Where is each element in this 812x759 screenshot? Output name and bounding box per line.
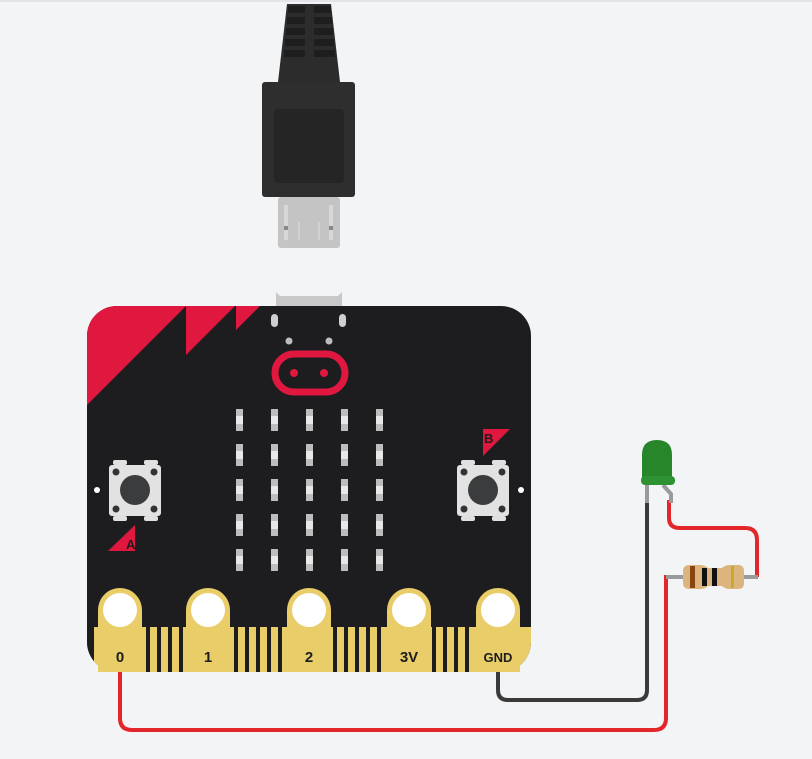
pin-hole[interactable] — [191, 593, 225, 627]
pin-2[interactable]: 2 — [287, 588, 331, 672]
microbit-logo-icon — [271, 350, 349, 396]
button-b-label: B — [484, 431, 493, 446]
pin-label: 3V — [400, 649, 418, 666]
pin-0[interactable]: 0 — [98, 588, 142, 672]
microbit-board[interactable]: A B 0 1 2 3V GND — [87, 292, 531, 677]
pin-label: 2 — [305, 649, 313, 666]
pin-hole[interactable] — [292, 593, 326, 627]
pin-3v[interactable]: 3V — [387, 588, 431, 672]
wire-red-pin0[interactable] — [118, 575, 676, 732]
canvas-top-border — [0, 0, 812, 2]
button-a-label: A — [126, 537, 136, 552]
usb-port — [276, 292, 342, 308]
pin-hole[interactable] — [392, 593, 426, 627]
pin-label: GND — [484, 650, 513, 665]
pin-gnd[interactable]: GND — [476, 588, 520, 672]
wire-red-led[interactable] — [667, 500, 759, 577]
led-matrix — [236, 409, 383, 571]
green-led[interactable] — [641, 440, 675, 503]
button-a-label-marker — [108, 525, 135, 551]
button-b-label-marker — [483, 429, 510, 456]
resistor[interactable] — [666, 565, 758, 589]
button-a[interactable] — [109, 460, 161, 521]
button-b[interactable] — [457, 460, 509, 521]
usb-cable[interactable] — [262, 4, 355, 248]
pin-label: 1 — [204, 649, 212, 666]
pin-hole[interactable] — [481, 593, 515, 627]
pin-label: 0 — [116, 649, 124, 666]
pin-1[interactable]: 1 — [186, 588, 230, 672]
wire-black-gnd[interactable] — [496, 503, 649, 702]
pin-hole[interactable] — [103, 593, 137, 627]
